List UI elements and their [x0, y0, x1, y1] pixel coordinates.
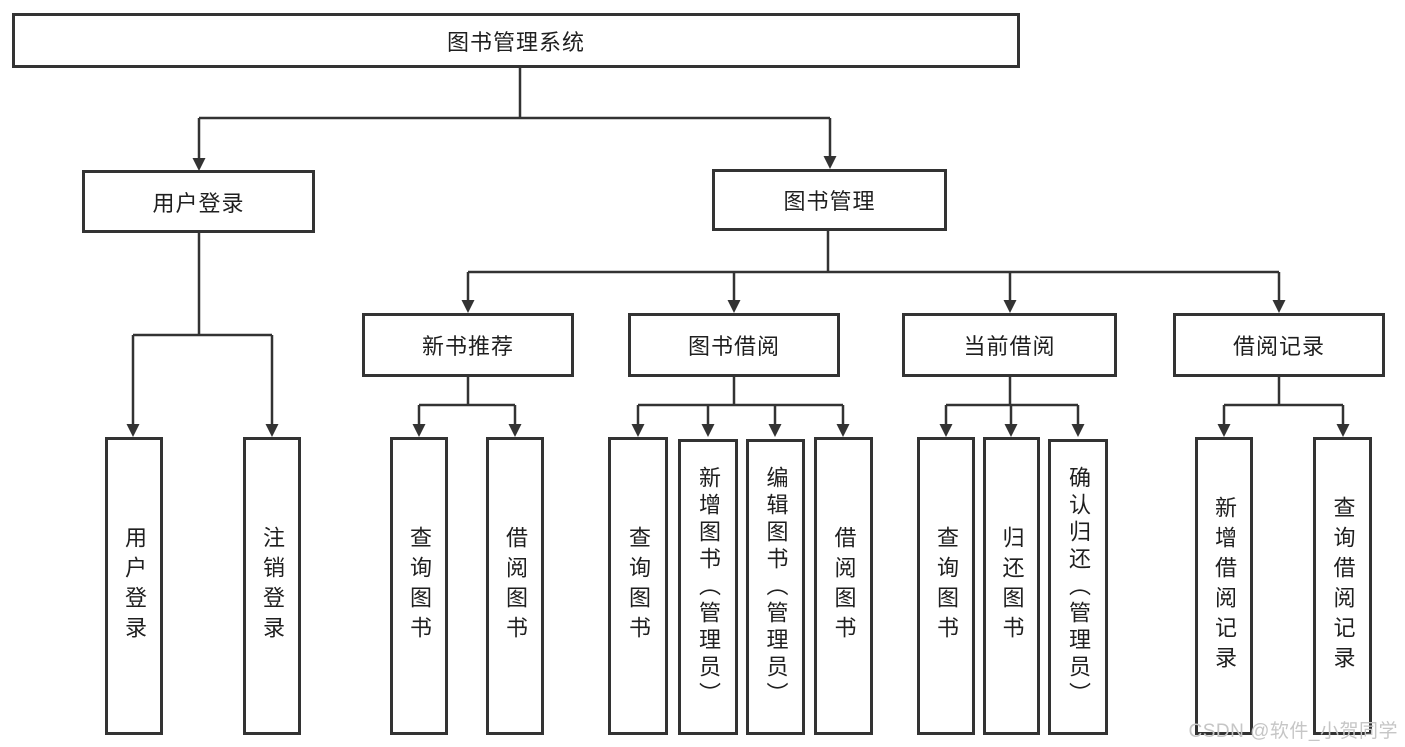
- arrow-down-icon: [701, 424, 715, 437]
- leaf-recommend-borrow-books: 借阅图书: [486, 437, 544, 735]
- leaf-label: 新增图书（管理员）: [696, 465, 721, 709]
- edge-root-to-level2: [197, 68, 832, 158]
- leaf-label: 注销登录: [260, 526, 285, 646]
- node-label: 借阅记录: [1232, 334, 1325, 359]
- leaf-label: 查询图书: [407, 526, 432, 646]
- edge-current-to-leaves: [944, 377, 1080, 424]
- leaf-add-borrow-record: 新增借阅记录: [1195, 437, 1253, 735]
- leaf-borrow-query-books: 查询图书: [608, 437, 668, 735]
- node-library-management-system: 图书管理系统: [12, 13, 1020, 68]
- leaf-add-books-admin: 新增图书（管理员）: [678, 439, 738, 735]
- tree-edges: [131, 68, 1345, 424]
- arrow-down-icon: [768, 424, 782, 437]
- arrow-down-icon: [1003, 300, 1017, 313]
- edge-login-to-leaves: [131, 233, 274, 424]
- arrow-down-icon: [1071, 424, 1085, 437]
- node-new-book-recommend: 新书推荐: [362, 313, 574, 377]
- node-borrow-records: 借阅记录: [1173, 313, 1385, 377]
- arrow-down-icon: [939, 424, 953, 437]
- leaf-label: 新增借阅记录: [1212, 496, 1237, 676]
- node-book-management: 图书管理: [712, 169, 947, 231]
- leaf-label: 查询图书: [934, 526, 959, 646]
- edge-records-to-leaves: [1222, 377, 1345, 424]
- node-label: 图书管理系统: [446, 29, 585, 55]
- arrow-down-icon: [508, 424, 522, 437]
- node-label: 图书借阅: [687, 334, 780, 359]
- leaf-user-login: 用户登录: [105, 437, 163, 735]
- arrow-down-icon: [412, 424, 426, 437]
- leaf-current-query-books: 查询图书: [917, 437, 975, 735]
- arrow-down-icon: [1004, 424, 1018, 437]
- leaf-confirm-return-admin: 确认归还（管理员）: [1048, 439, 1108, 735]
- arrowhead-icons: [126, 156, 1350, 437]
- leaf-label: 编辑图书（管理员）: [763, 465, 789, 709]
- leaf-label: 查询图书: [626, 526, 651, 646]
- arrow-down-icon: [192, 158, 206, 171]
- arrow-down-icon: [631, 424, 645, 437]
- node-label: 新书推荐: [421, 334, 514, 359]
- leaf-return-books: 归还图书: [983, 437, 1040, 735]
- leaf-borrow-books: 借阅图书: [814, 437, 873, 735]
- arrow-down-icon: [126, 424, 140, 437]
- node-label: 当前借阅: [963, 334, 1056, 359]
- csdn-watermark: CSDN @软件_小贺同学: [1188, 721, 1398, 742]
- edge-mgmt-to-level3: [466, 231, 1281, 300]
- edge-recommend-to-leaves: [417, 377, 517, 424]
- node-current-borrow: 当前借阅: [902, 313, 1117, 377]
- node-label: 用户登录: [152, 190, 245, 216]
- arrow-down-icon: [1336, 424, 1350, 437]
- arrow-down-icon: [1272, 300, 1286, 313]
- leaf-label: 查询借阅记录: [1330, 496, 1356, 676]
- leaf-label: 借阅图书: [503, 526, 528, 646]
- arrow-down-icon: [727, 300, 741, 313]
- leaf-label: 借阅图书: [831, 526, 857, 646]
- node-book-borrow: 图书借阅: [628, 313, 840, 377]
- node-user-login: 用户登录: [82, 170, 315, 233]
- leaf-label: 归还图书: [999, 526, 1025, 646]
- arrow-down-icon: [1217, 424, 1231, 437]
- leaf-logout: 注销登录: [243, 437, 301, 735]
- arrow-down-icon: [836, 424, 850, 437]
- arrow-down-icon: [265, 424, 279, 437]
- leaf-recommend-query-books: 查询图书: [390, 437, 448, 735]
- leaf-query-borrow-record: 查询借阅记录: [1313, 437, 1372, 735]
- arrow-down-icon: [461, 300, 475, 313]
- leaf-label: 确认归还（管理员）: [1066, 465, 1091, 709]
- arrow-down-icon: [823, 156, 837, 169]
- edge-borrow-to-leaves: [636, 377, 845, 424]
- node-label: 图书管理: [783, 189, 876, 214]
- leaf-label: 用户登录: [122, 526, 147, 646]
- leaf-edit-books-admin: 编辑图书（管理员）: [746, 439, 805, 735]
